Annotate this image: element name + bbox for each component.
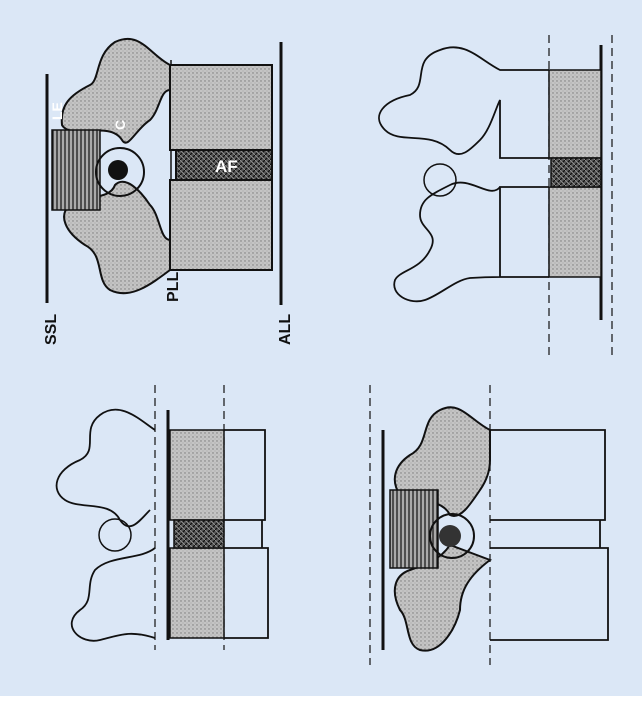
vertebral-body-upper [170,65,272,150]
vertebral-body-lower [170,180,272,270]
all-label: ALL [277,314,294,345]
disc-bl [174,520,224,548]
vertebral-body-lower-bl [170,548,224,638]
interspinous-ligament [52,130,100,210]
disc-tr [551,158,601,187]
facet-joint-core-br [439,525,461,547]
le-label: LE [49,102,65,120]
ssl-label: SSL [43,314,60,345]
af-label: AF [215,157,238,176]
pll-label: PLL [165,272,182,302]
c-label: C [112,120,128,130]
vertebral-body-lower-tr [549,187,601,277]
facet-joint-core [108,160,128,180]
vertebral-body-upper-tr [549,70,601,158]
vertebral-body-upper-bl [170,430,224,520]
